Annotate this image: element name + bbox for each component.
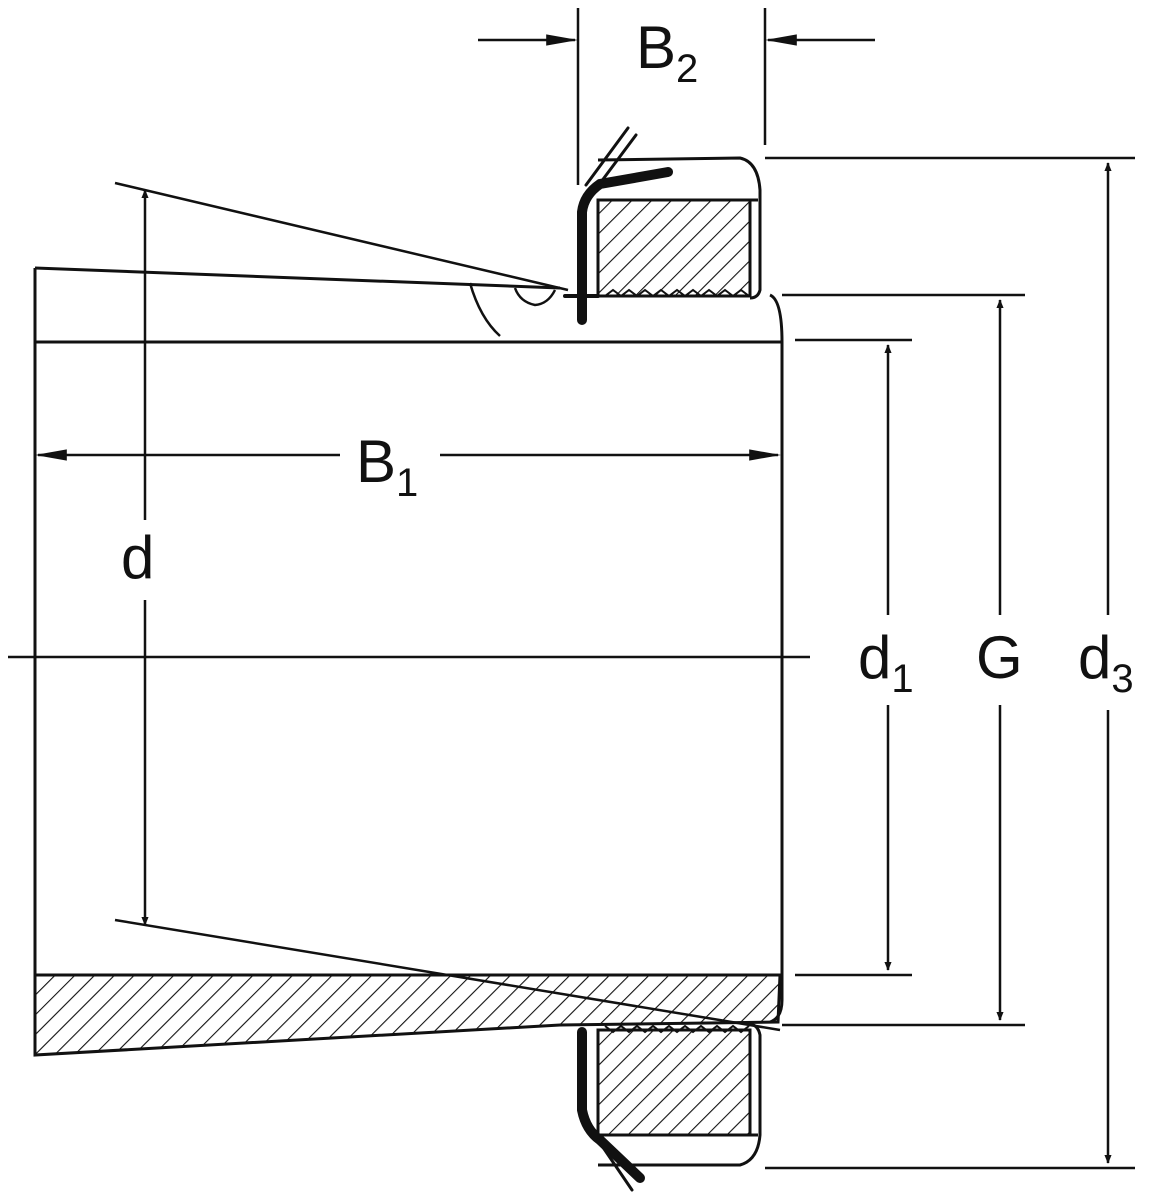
lock-washer-top [563,126,673,325]
label-b2: B2 [636,14,698,91]
label-b1: B1 [356,428,418,505]
label-d1: d1 [858,624,914,701]
label-d: d [121,524,154,591]
label-d3: d3 [1078,624,1134,701]
extension-lines [576,8,1135,1170]
shaft-taper-lines [114,181,781,1032]
sleeve-body [33,266,784,1055]
dimension-lines [34,34,1112,1164]
lock-nut-bottom [596,1022,762,1167]
label-g: G [976,624,1023,691]
sleeve-slot [468,282,557,337]
lock-nut-top [596,156,762,300]
sleeve-section-hatch [33,973,782,1057]
lock-washer-bottom [577,1027,645,1192]
